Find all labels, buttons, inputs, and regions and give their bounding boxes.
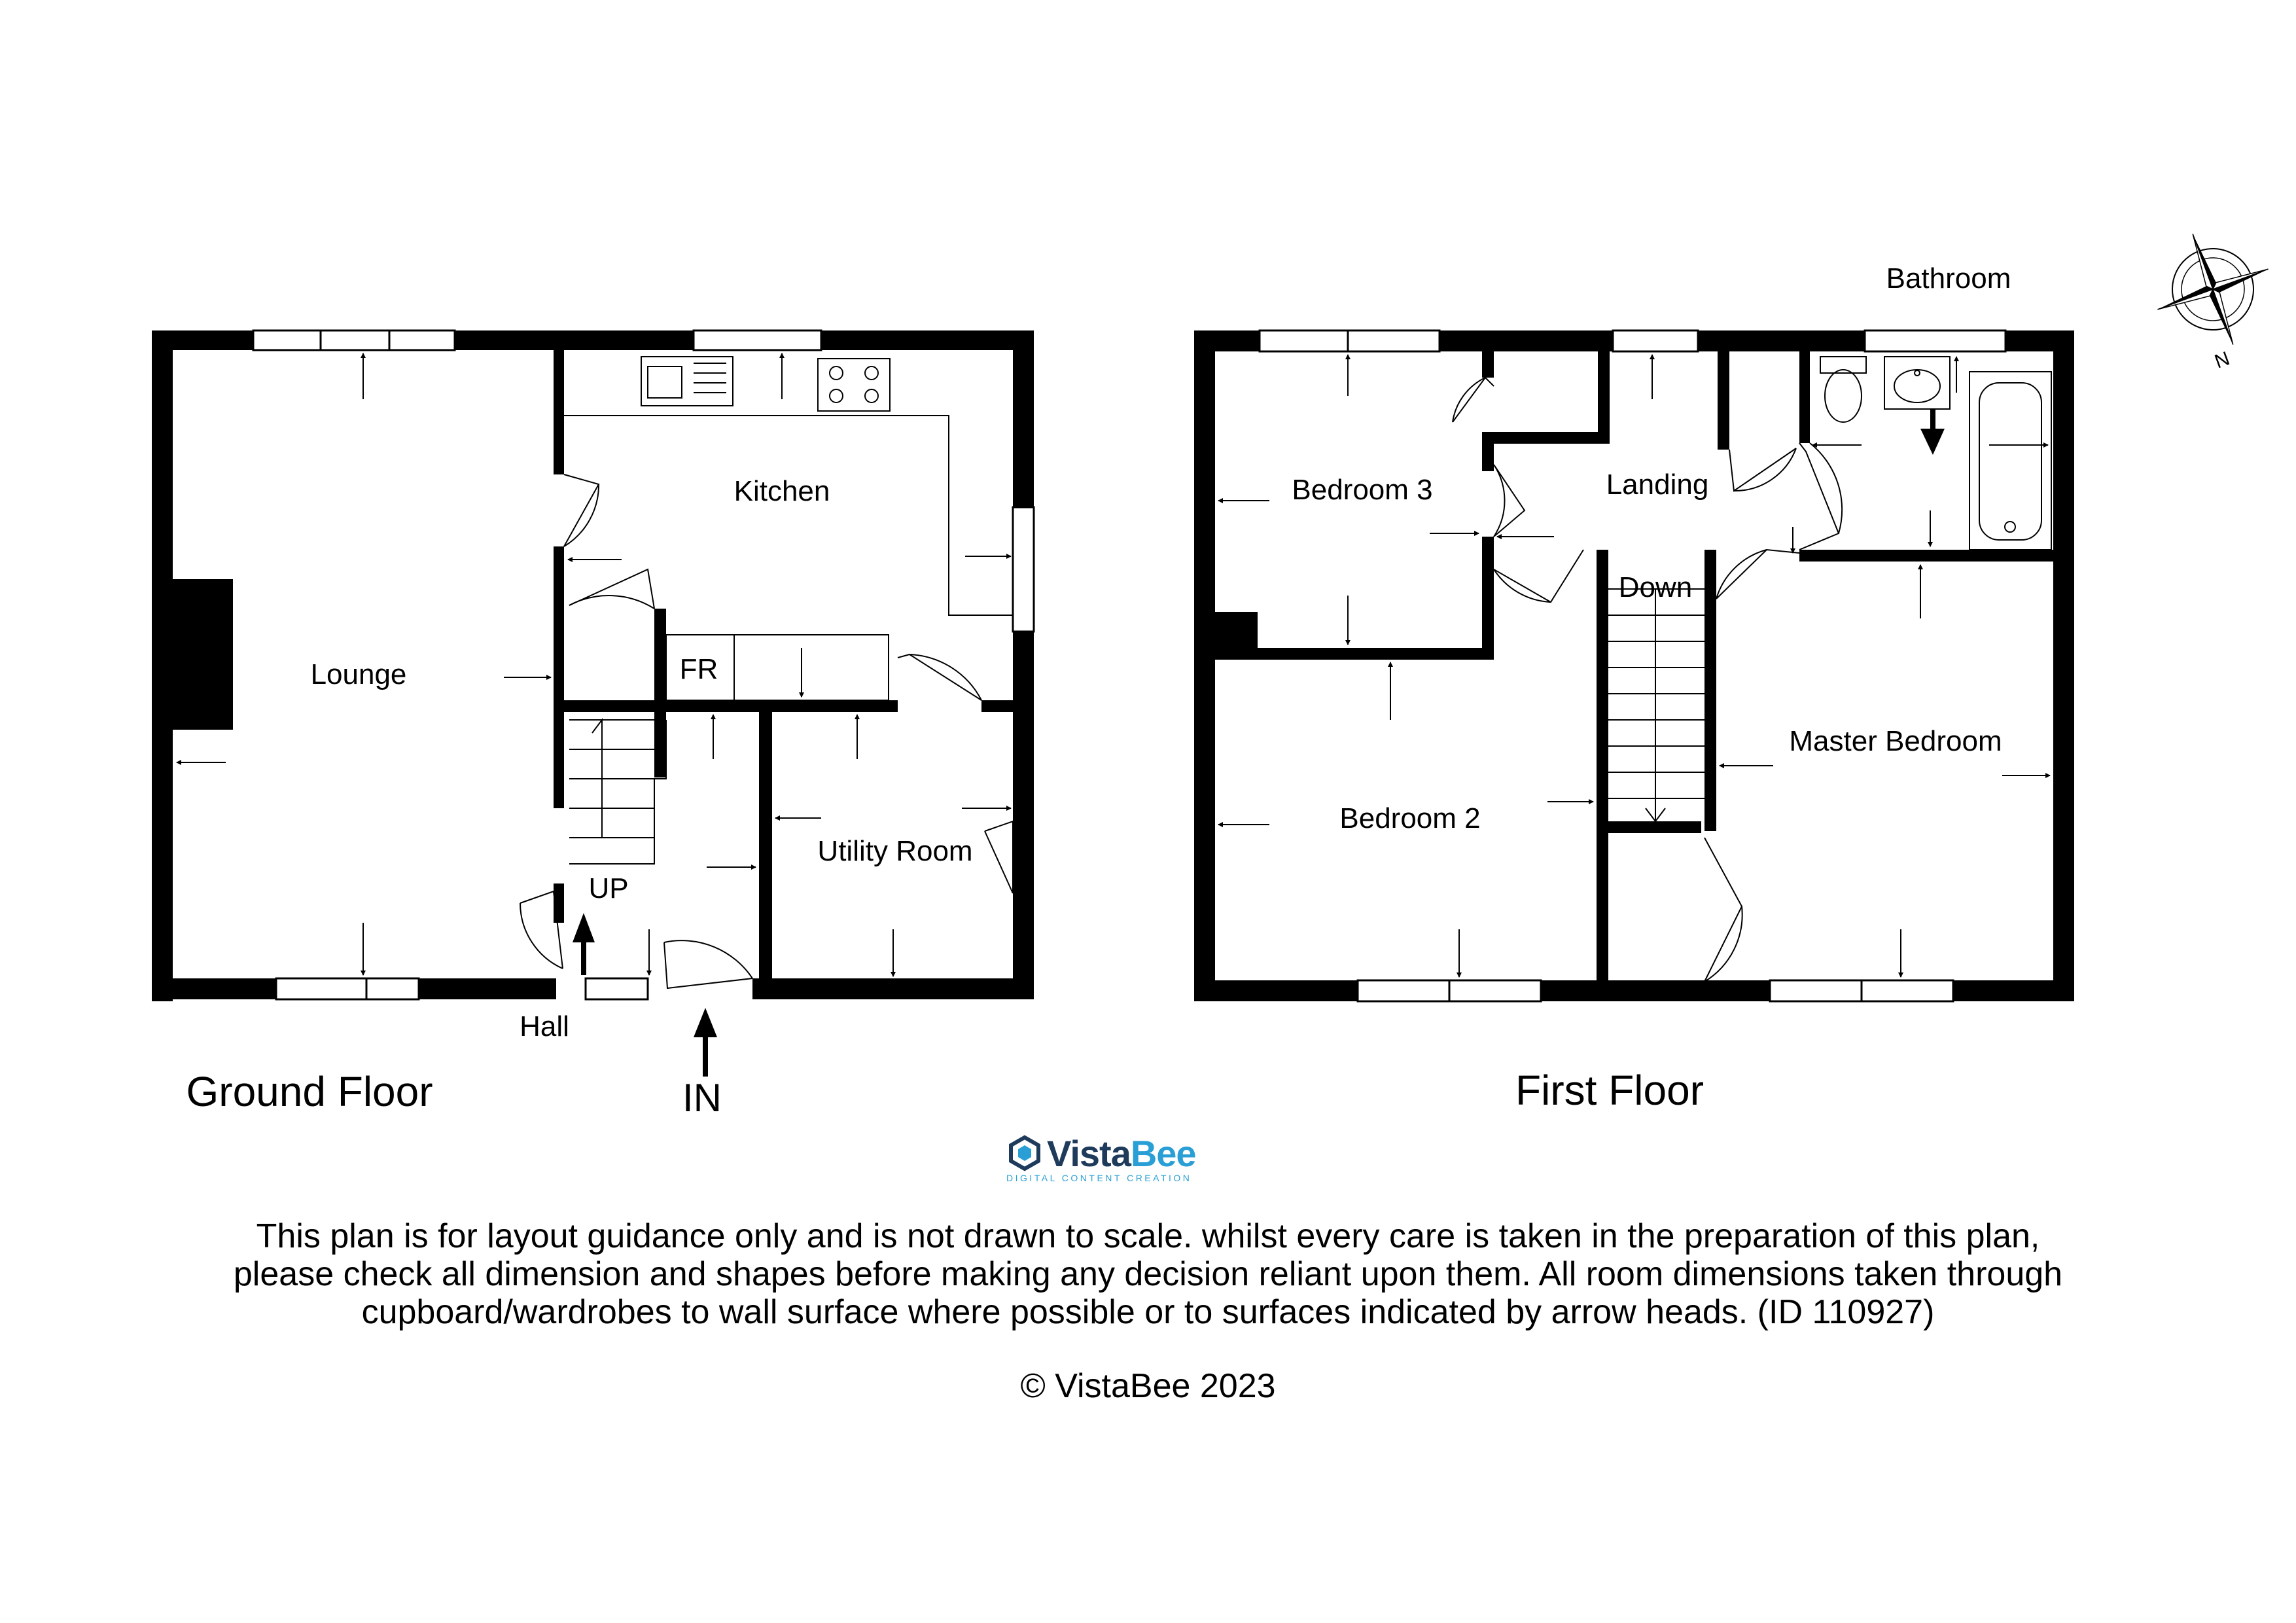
first-floor-walls (1194, 330, 2074, 1001)
logo-wordmark-bee: Bee (1130, 1133, 1197, 1174)
entrance-label: IN (682, 1076, 722, 1120)
compass-north-label: N (2212, 348, 2233, 372)
first-doors (1452, 376, 1843, 982)
vistabee-logo: VistaBee DIGITAL CONTENT CREATION (1001, 1132, 1237, 1185)
room-label-utility: Utility Room (817, 835, 972, 867)
disclaimer-line-3: cupboard/wardrobes to wall surface where… (361, 1293, 1935, 1331)
stairs-down-label: Down (1619, 571, 1693, 603)
room-label-bedroom-2: Bedroom 2 (1339, 802, 1480, 834)
room-label-lounge: Lounge (311, 658, 407, 690)
bathroom-arrow (1920, 409, 1945, 455)
room-label-hall: Hall (520, 1010, 569, 1043)
room-label-kitchen: Kitchen (734, 475, 830, 507)
first-floor-title: First Floor (1515, 1067, 1704, 1114)
first-floor-plan: Bathroom Bedroom 3 Landing Down Bedroom … (1194, 262, 2074, 1114)
ground-floor-plan: Lounge Kitchen FR Utility Room UP Hall I… (152, 329, 1035, 1120)
first-stairs (1608, 588, 1704, 823)
kitchen-worktops (564, 356, 1013, 701)
room-label-bedroom-3: Bedroom 3 (1292, 474, 1432, 506)
vistabee-hexagon-icon (1009, 1135, 1040, 1171)
room-label-master-bedroom: Master Bedroom (1789, 725, 2002, 757)
disclaimer-line-2: please check all dimension and shapes be… (233, 1255, 2063, 1293)
room-label-landing: Landing (1606, 469, 1709, 501)
logo-wordmark: VistaBee (1047, 1132, 1197, 1175)
ground-stairs (569, 718, 667, 865)
hall-up-arrow (573, 913, 595, 975)
ground-floor-title: Ground Floor (186, 1068, 433, 1115)
first-dimension-arrows (1218, 354, 2051, 978)
first-windows (1258, 329, 2007, 1003)
bathroom-fixtures (1820, 356, 2052, 550)
ground-windows (252, 329, 1035, 1001)
room-label-bathroom: Bathroom (1886, 262, 2011, 294)
disclaimer-line-1: This plan is for layout guidance only an… (256, 1217, 2040, 1255)
disclaimer: This plan is for layout guidance only an… (0, 1217, 2296, 1331)
logo-tagline: DIGITAL CONTENT CREATION (1006, 1173, 1192, 1183)
ground-floor-walls (152, 330, 1034, 1001)
fridge-label: FR (680, 653, 718, 685)
ground-doors (520, 474, 1014, 990)
entrance-arrow-icon (694, 1008, 717, 1077)
logo-wordmark-vista: Vista (1047, 1133, 1131, 1174)
copyright-notice: © VistaBee 2023 (1020, 1367, 1276, 1405)
compass-icon (2157, 234, 2269, 345)
ground-dimension-arrows (176, 353, 1012, 977)
stairs-up-label: UP (588, 872, 628, 904)
